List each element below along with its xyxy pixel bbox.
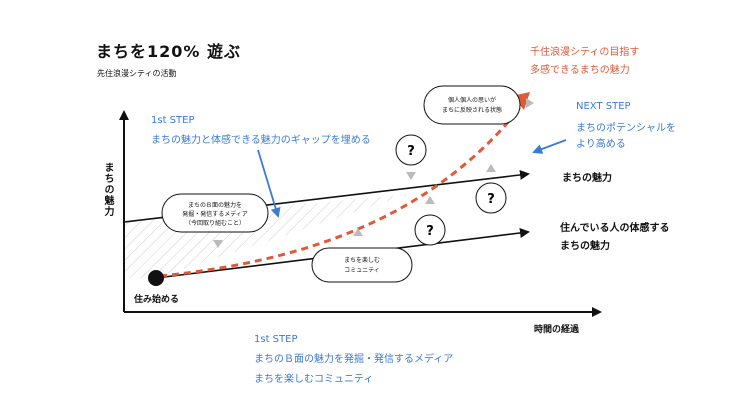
goal-curve — [159, 107, 522, 278]
next-step-line2: より高める — [576, 139, 626, 150]
step1-bottom-line2: まちを楽しむコミュニティ — [254, 374, 374, 385]
goal-line1: 千住浪漫シティの目指す — [530, 47, 640, 58]
gray-arrow-up-q3 — [425, 196, 435, 204]
step1-blue-arrow — [257, 149, 281, 218]
question-mark-2: ? — [487, 192, 495, 207]
bubble-community-line2: コミュニティ — [344, 267, 380, 274]
bubble-community: まちを楽しむ コミュニティ — [311, 247, 413, 283]
perceived-appeal-label: 住んでいる人の体感する まちの魅力 — [560, 220, 670, 256]
perceived-appeal-label-line2: まちの魅力 — [560, 241, 610, 252]
step1-top-text: まちの魅力と体感できる魅力のギャップを埋める — [151, 135, 371, 146]
y-axis-label: まちの魅力 — [102, 162, 113, 217]
gray-arrow-up-community — [353, 228, 363, 236]
next-step-block: NEXT STEP まちのポテンシャルを より高める — [576, 99, 676, 153]
bubble-residents-line2: まちに反映される状態 — [442, 106, 502, 114]
perceived-appeal-label-line1: 住んでいる人の体感する — [560, 223, 670, 234]
town-appeal-label: まちの魅力 — [562, 173, 612, 184]
gray-arrow-down-q1 — [406, 172, 416, 180]
bubble-residents-line1: 個人個人の思いが — [448, 96, 496, 104]
question-mark-3: ? — [426, 224, 434, 239]
step1-bottom-line1: まちのＢ面の魅力を発掘・発信するメディア — [254, 354, 454, 365]
step1-top-block: 1st STEP まちの魅力と体感できる魅力のギャップを埋める — [151, 111, 371, 151]
question-circle-3: ? — [414, 214, 446, 246]
step1-bottom-heading: 1st STEP — [254, 334, 298, 345]
gray-arrow-up-q2 — [486, 164, 496, 172]
question-mark-1: ? — [407, 144, 415, 159]
origin-dot — [148, 270, 164, 286]
step1-top-heading: 1st STEP — [151, 115, 195, 126]
page-title: まちを120% 遊ぶ — [96, 42, 242, 61]
bubble-media-line1: まちのＢ面の魅力を — [188, 201, 242, 209]
bubble-media-line3: （今回取り組むこと） — [185, 219, 245, 227]
x-axis-label: 時間の経過 — [534, 325, 580, 335]
bubble-media-line2: 発掘・発信するメディア — [182, 210, 248, 218]
step1-bottom-block: 1st STEP まちのＢ面の魅力を発掘・発信するメディア まちを楽しむコミュニ… — [254, 330, 453, 390]
page-subtitle: 先住浪漫シティの活動 — [97, 69, 177, 78]
gray-arrow-right-residents — [526, 98, 534, 108]
next-step-heading: NEXT STEP — [576, 101, 631, 112]
next-step-blue-arrow — [532, 139, 567, 154]
origin-label: 住み始める — [134, 295, 180, 305]
bubble-residents: 個人個人の思いが まちに反映される状態 — [423, 85, 521, 125]
goal-text: 千住浪漫シティの目指す 多感できるまちの魅力 — [530, 44, 639, 80]
gray-arrow-down-media — [213, 240, 223, 248]
question-circle-1: ? — [395, 134, 427, 166]
next-step-line1: まちのポテンシャルを — [576, 123, 676, 134]
question-circle-2: ? — [475, 182, 507, 214]
bubble-community-line1: まちを楽しむ — [344, 256, 380, 264]
goal-line2: 多感できるまちの魅力 — [530, 65, 630, 76]
bubble-media: まちのＢ面の魅力を 発掘・発信するメディア （今回取り組むこと） — [161, 193, 269, 233]
